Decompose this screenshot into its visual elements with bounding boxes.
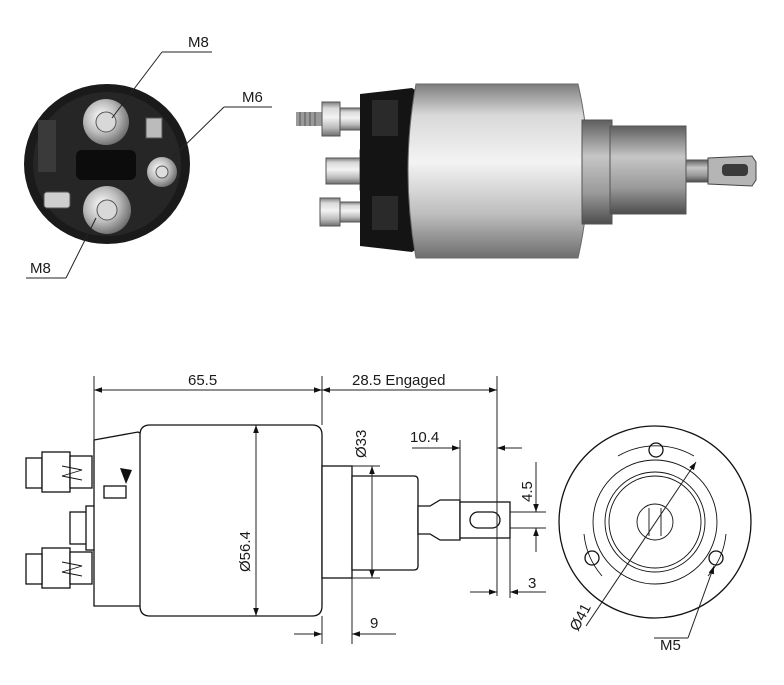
label-m8-bottom: M8 [30,260,51,277]
technical-front-drawing: Ø41 M5 [558,425,752,654]
dim-mount-thread: M5 [660,637,681,654]
dim-bolt-circle: Ø41 [567,601,595,634]
dim-stroke: 28.5 Engaged [352,372,445,389]
dim-flange-offset: 9 [370,615,378,632]
dim-tab-length: 10.4 [410,429,439,446]
dim-tab-thickness: 3 [528,575,536,592]
mount-hole-right-icon [708,550,724,566]
dim-overall-length: 65.5 [188,372,217,389]
mount-hole-left-icon [584,550,600,566]
technical-side-drawing: 65.5 28.5 Engaged Ø56.4 Ø33 10.4 4.5 3 9 [25,372,546,644]
dim-plunger-diameter: Ø33 [353,430,370,458]
end-view-photo: M8 M6 M8 [24,34,272,279]
dim-body-diameter: Ø56.4 [237,531,254,572]
side-view-photo [296,83,757,259]
label-m6: M6 [242,89,263,106]
dim-tab-width: 4.5 [519,481,536,502]
mount-hole-top-icon [648,442,664,458]
label-m8-top: M8 [188,34,209,51]
